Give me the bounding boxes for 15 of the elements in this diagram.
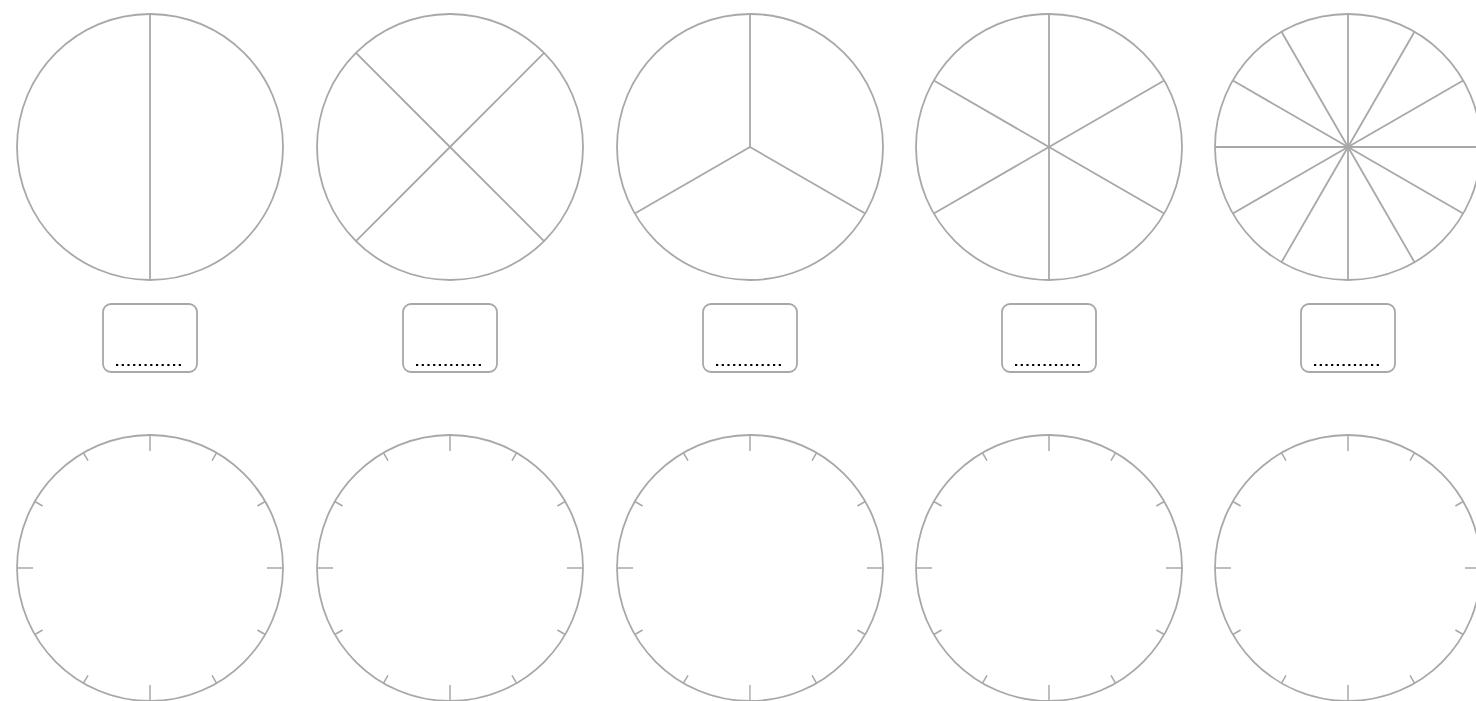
answer-box bbox=[102, 303, 198, 373]
tick-circle bbox=[316, 434, 584, 701]
tick-circle bbox=[16, 434, 284, 701]
divided-circle bbox=[915, 13, 1183, 281]
divided-circle bbox=[16, 13, 284, 281]
answer-box bbox=[1001, 303, 1097, 373]
answer-box bbox=[702, 303, 798, 373]
answer-box bbox=[1300, 303, 1396, 373]
tick-circle bbox=[915, 434, 1183, 701]
tick-circle bbox=[616, 434, 884, 701]
divided-circle bbox=[616, 13, 884, 281]
divided-circle bbox=[1214, 13, 1476, 281]
divided-circle bbox=[316, 13, 584, 281]
answer-box bbox=[402, 303, 498, 373]
tick-circle bbox=[1214, 434, 1476, 701]
